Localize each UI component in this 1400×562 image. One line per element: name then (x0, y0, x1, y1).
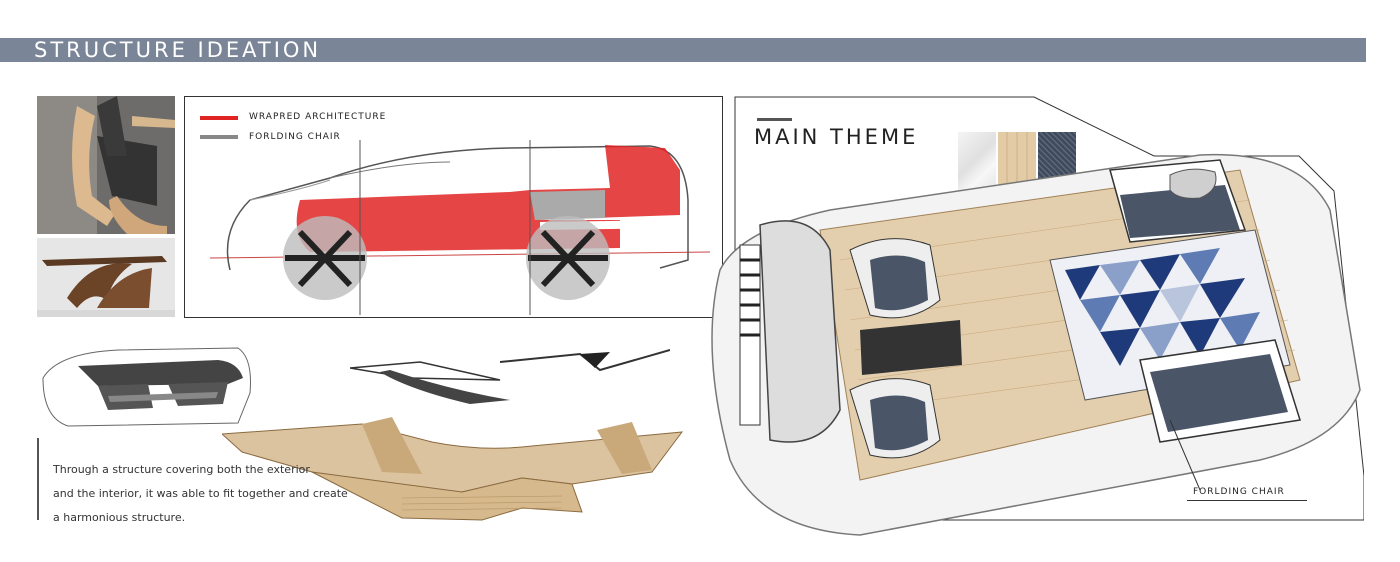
interior-structure-sketch (42, 347, 251, 427)
header-banner (0, 38, 1366, 62)
table-reference-photo (37, 238, 175, 317)
folding-chair-callout: FORLDING CHAIR (1193, 487, 1285, 497)
page-title: STRUCTURE IDEATION (34, 38, 322, 62)
description-line-1: Through a structure covering both the ex… (53, 463, 310, 476)
description-line-2: and the interior, it was able to fit tog… (53, 487, 348, 500)
legend-swatch-gray (200, 135, 238, 139)
structure-line-sketch (350, 349, 670, 404)
description-line-3: a harmonious structure. (53, 511, 186, 524)
wooden-frame-sketch (222, 417, 684, 521)
description-text: Through a structure covering both the ex… (53, 458, 353, 530)
description-accent-bar (37, 438, 39, 520)
car-side-sketch (210, 140, 710, 315)
interior-top-view-sketch (711, 153, 1361, 536)
main-theme-title: MAIN THEME (754, 125, 919, 149)
main-theme-accent-bar (757, 118, 792, 121)
legend-label-folding-chair: FORLDING CHAIR (249, 132, 341, 142)
callout-underline (1187, 500, 1307, 501)
legend-label-architecture: WRAPRED ARCHITECTURE (249, 112, 387, 122)
legend-swatch-red (200, 116, 238, 120)
chair-reference-photo (37, 96, 175, 234)
